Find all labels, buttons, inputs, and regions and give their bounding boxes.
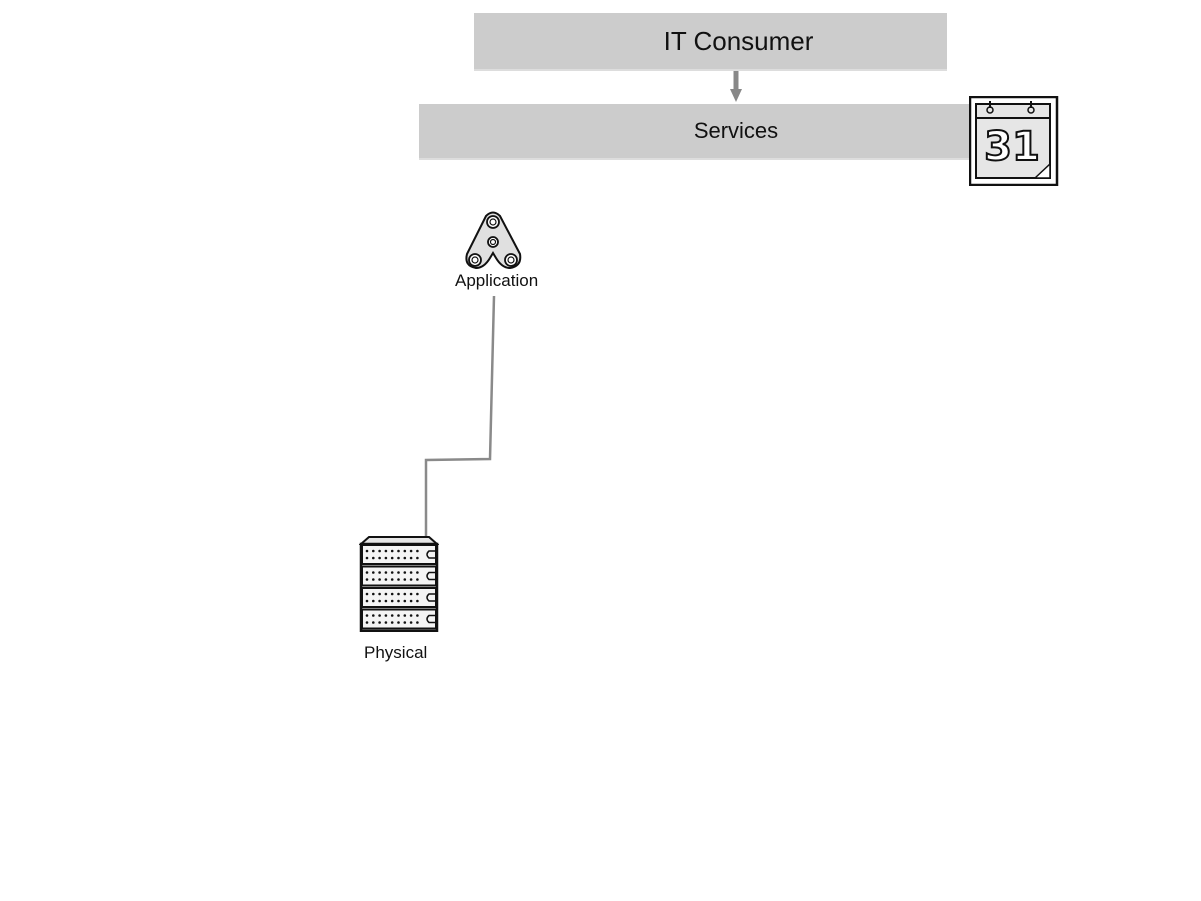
server-handle xyxy=(426,550,436,559)
server-led xyxy=(384,621,388,624)
server-led xyxy=(403,614,407,617)
node-physical-label: Physical xyxy=(364,643,428,662)
server-led xyxy=(365,592,369,596)
server-led xyxy=(372,621,375,624)
server-led xyxy=(403,592,407,596)
server-led xyxy=(397,578,400,581)
server-led xyxy=(416,592,419,596)
server-led xyxy=(403,599,407,603)
node-services-label: Services xyxy=(693,118,779,143)
node-it-consumer-label: IT Consumer xyxy=(663,25,814,56)
server-led xyxy=(409,621,413,624)
server-led xyxy=(365,571,369,574)
server-led xyxy=(378,549,381,553)
server-led xyxy=(390,592,394,596)
server-led xyxy=(365,599,369,603)
server-led xyxy=(372,549,375,553)
server-led xyxy=(416,556,419,560)
server-led xyxy=(403,571,407,574)
server-led xyxy=(409,556,413,560)
server-slot xyxy=(361,565,437,587)
server-led xyxy=(372,571,375,574)
server-led xyxy=(397,614,400,617)
server-led xyxy=(365,549,369,553)
server-led xyxy=(365,621,369,624)
server-led xyxy=(416,578,419,581)
server-led xyxy=(403,621,407,624)
server-led xyxy=(397,621,400,624)
server-rack-icon[interactable] xyxy=(359,536,439,632)
calendar-day: 31 xyxy=(984,124,1040,170)
server-led xyxy=(403,578,407,581)
server-slot xyxy=(361,544,437,565)
server-led xyxy=(416,549,419,553)
server-led xyxy=(416,599,419,603)
server-led xyxy=(409,549,413,553)
server-led xyxy=(409,571,413,574)
server-led xyxy=(372,556,375,560)
server-slot xyxy=(361,587,437,608)
server-led xyxy=(409,614,413,617)
server-led xyxy=(397,599,400,603)
server-slot xyxy=(361,608,437,630)
server-led xyxy=(390,599,394,603)
server-led xyxy=(365,578,369,581)
server-led xyxy=(378,571,381,574)
server-led xyxy=(397,592,400,596)
server-led xyxy=(403,549,407,553)
node-it-consumer[interactable]: IT Consumer xyxy=(474,13,947,71)
server-handle xyxy=(426,614,436,624)
server-led xyxy=(384,599,388,603)
server-led xyxy=(384,578,388,581)
server-led xyxy=(378,614,381,617)
server-led xyxy=(416,571,419,574)
server-led xyxy=(397,571,400,574)
node-services[interactable]: Services xyxy=(419,104,973,160)
server-led xyxy=(365,614,369,617)
server-led xyxy=(390,614,394,617)
server-led xyxy=(365,556,369,560)
server-led xyxy=(416,621,419,624)
server-handle xyxy=(426,571,436,581)
server-led xyxy=(384,592,388,596)
server-led xyxy=(372,614,375,617)
server-led xyxy=(403,556,407,560)
server-handle xyxy=(426,593,436,602)
application-icon[interactable] xyxy=(464,210,524,270)
server-led xyxy=(390,578,394,581)
calendar-icon[interactable]: 31 xyxy=(969,96,1059,186)
server-led xyxy=(378,578,381,581)
server-led xyxy=(372,599,375,603)
server-led xyxy=(378,556,381,560)
edge-consumer-to-services xyxy=(730,70,742,102)
edge-application-to-physical xyxy=(424,295,496,540)
server-led xyxy=(390,556,394,560)
server-led xyxy=(378,599,381,603)
server-led xyxy=(384,556,388,560)
server-led xyxy=(372,592,375,596)
server-led xyxy=(390,621,394,624)
server-led xyxy=(378,592,381,596)
server-led xyxy=(416,614,419,617)
server-led xyxy=(409,592,413,596)
node-application-label: Application xyxy=(455,271,539,290)
server-led xyxy=(390,549,394,553)
server-led xyxy=(372,578,375,581)
server-led xyxy=(397,556,400,560)
server-led xyxy=(378,621,381,624)
server-led xyxy=(384,614,388,617)
server-led xyxy=(409,599,413,603)
server-led xyxy=(390,571,394,574)
server-led xyxy=(409,578,413,581)
server-led xyxy=(384,571,388,574)
server-led xyxy=(397,549,400,553)
server-led xyxy=(384,549,388,553)
